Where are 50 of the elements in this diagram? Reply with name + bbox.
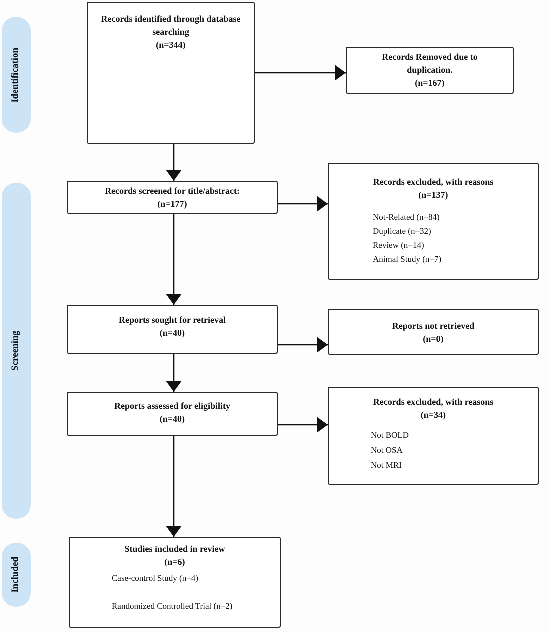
arrow [166,436,182,537]
process-box [67,392,278,436]
arrow [278,417,328,433]
box-heading: Records identified through database searching [100,13,242,39]
list-item: Not-Related (n=84) [373,211,440,224]
process-box [328,387,539,485]
process-box [67,305,278,354]
box-heading: Reports sought for retrieval [119,314,226,327]
arrow [166,214,182,305]
count-text: (n=177) [158,198,188,211]
count-text: (n=34) [420,409,446,422]
phase-band [2,17,31,133]
count-text: (n=40) [160,327,186,340]
list-item: Not BOLD [371,429,410,442]
count-text: (n=137) [418,189,448,202]
process-box [328,163,539,280]
process-box [69,537,281,628]
count-text: (n=167) [415,77,445,90]
list-item: Randomized Controlled Trial (n=2) [112,600,233,613]
box-heading: Studies included in review [124,543,226,556]
list-item: Animal Study (n=7) [373,253,442,266]
list-item: Not MRI [371,459,402,472]
box-heading: Records screened for title/abstract: [105,185,240,198]
arrow [166,144,182,181]
arrow [255,65,346,81]
process-box [346,47,514,94]
phase-label: Identification [11,48,22,102]
list-item: Case-control Study (n=4) [112,572,198,585]
box-heading: Reports not retrieved [392,320,475,333]
list-item: Review (n=14) [373,239,424,252]
list-item: Not OSA [371,444,403,457]
phase-label: Screening [11,331,22,371]
arrow [278,196,328,212]
phase-label: Included [11,557,22,593]
count-text: (n=40) [160,413,186,426]
arrow [278,337,328,353]
process-box [328,309,539,355]
box-heading: Records excluded, with reasons [373,396,494,409]
process-box [87,2,255,144]
count-text: (n=0) [423,333,444,346]
list-item: Duplicate (n=32) [373,225,432,238]
box-heading: Reports assessed for eligibility [114,400,231,413]
process-box [67,181,278,214]
box-heading: Records excluded, with reasons [373,176,494,189]
phase-band [2,543,31,607]
count-text: (n=6) [164,556,186,569]
phase-band [2,183,31,519]
box-heading: Records Removed due to duplication. [381,51,479,77]
arrow [166,354,182,392]
count-text: (n=344) [156,39,186,52]
